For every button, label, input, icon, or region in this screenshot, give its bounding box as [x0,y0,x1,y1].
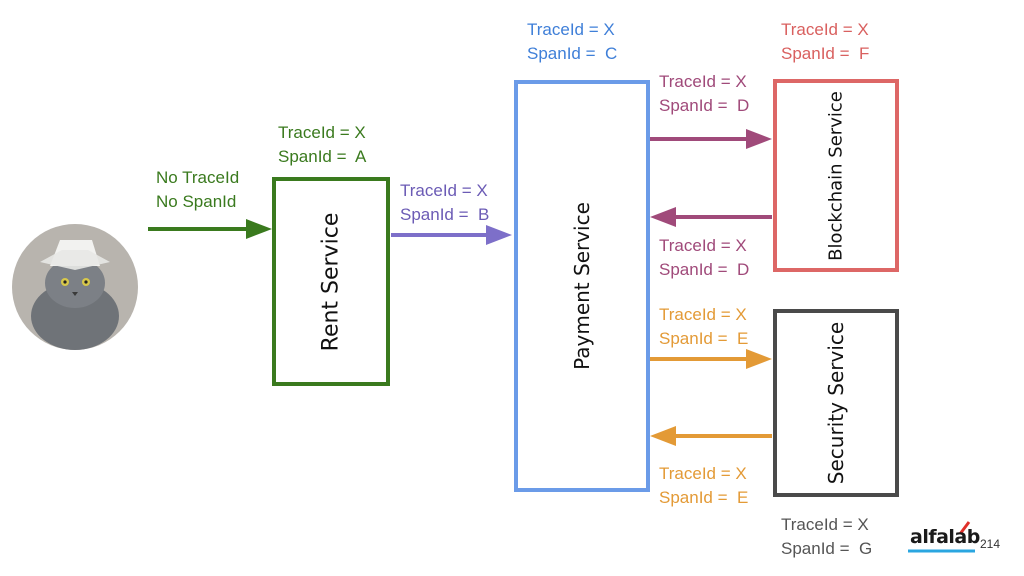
call-e-back-trace-label: TraceId = X [659,464,747,483]
security-service-label: Security Service [824,321,848,485]
arrow-security-to-payment [650,426,772,446]
arrow-caller-to-rent [148,219,272,239]
rent-service-box: Rent Service [272,177,390,386]
security-trace-label: TraceId = X [781,515,869,534]
payment-service-box: Payment Service [514,80,650,492]
caller-span-label: No SpanId [156,192,237,211]
call-e-out-trace-label: TraceId = X [659,305,747,324]
blockchain-span-label: SpanId = F [781,44,870,63]
rent-span-label: SpanId = A [278,147,367,166]
call-d-out-trace-label: TraceId = X [659,72,747,91]
call-d-back-trace-label: TraceId = X [659,236,747,255]
blockchain-service-label: Blockchain Service [825,90,847,261]
rent-trace-label: TraceId = X [278,123,366,142]
rent-service-label: Rent Service [318,212,344,351]
payment-service-label: Payment Service [570,202,594,370]
alfalab-logo: alfalab [910,526,980,548]
arrow-blockchain-to-payment [650,207,772,227]
call-d-back-span-label: SpanId = D [659,260,750,279]
logo-mark [908,521,975,553]
call-b-span-label: SpanId = B [400,205,490,224]
security-span-label: SpanId = G [781,539,873,558]
cat-avatar [12,224,138,350]
payment-span-label: SpanId = C [527,44,618,63]
call-e-out-span-label: SpanId = E [659,329,749,348]
blockchain-trace-label: TraceId = X [781,20,869,39]
arrow-payment-to-security [650,349,772,369]
blockchain-service-box: Blockchain Service [773,79,899,272]
arrow-payment-to-blockchain [650,129,772,149]
arrow-rent-to-payment [391,225,512,245]
call-e-back-span-label: SpanId = E [659,488,749,507]
caller-trace-label: No TraceId [156,168,240,187]
call-b-trace-label: TraceId = X [400,181,488,200]
slide-number: 214 [980,537,1001,551]
payment-trace-label: TraceId = X [527,20,615,39]
security-service-box: Security Service [773,309,899,497]
call-d-out-span-label: SpanId = D [659,96,750,115]
